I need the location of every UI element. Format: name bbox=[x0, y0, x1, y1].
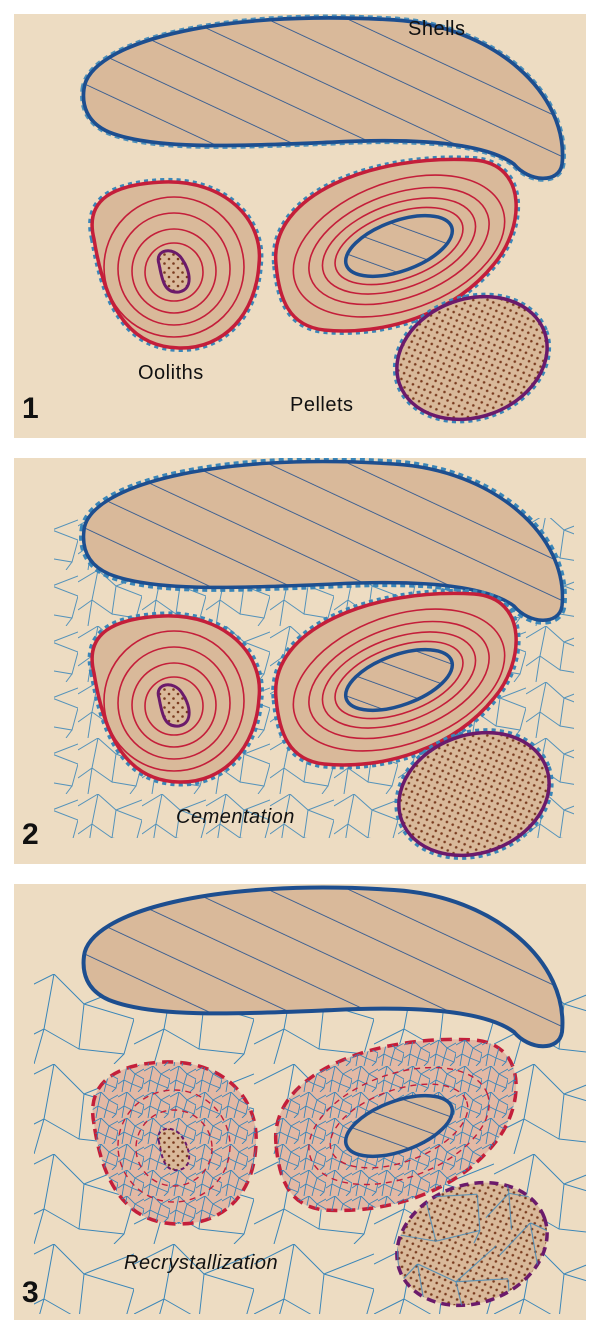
panel-2-diagram bbox=[14, 458, 586, 864]
panel-3-diagram bbox=[14, 884, 586, 1320]
panel-1-original-grains: Shells Ooliths Pellets 1 bbox=[14, 14, 586, 438]
panel-number: 3 bbox=[22, 1276, 39, 1310]
panel-number: 1 bbox=[22, 392, 39, 426]
panel-1-diagram bbox=[14, 14, 586, 438]
pellets-label: Pellets bbox=[290, 394, 354, 417]
shells-label: Shells bbox=[408, 18, 465, 41]
ooliths-label: Ooliths bbox=[138, 362, 204, 385]
oolith-grain-left bbox=[92, 182, 259, 348]
recrystallization-caption: Recrystallization bbox=[124, 1252, 278, 1275]
panel-3-recrystallization: Recrystallization 3 bbox=[14, 884, 586, 1320]
panel-number: 2 bbox=[22, 818, 39, 852]
panel-2-cementation: Cementation 2 bbox=[14, 458, 586, 864]
cementation-caption: Cementation bbox=[176, 806, 295, 829]
